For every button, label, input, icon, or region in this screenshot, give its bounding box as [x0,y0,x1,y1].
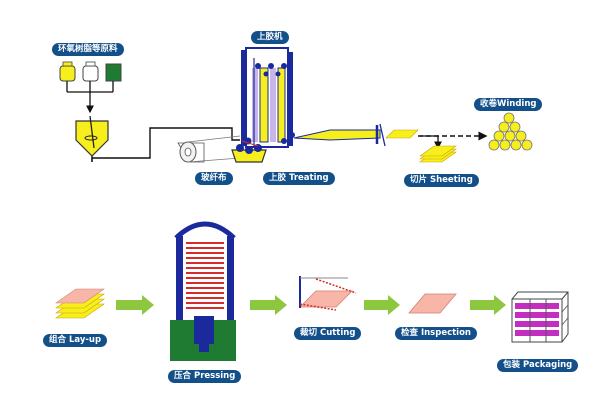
label-cutting: 裁切 Cutting [294,327,362,340]
raw-material-containers [59,61,122,82]
green-container-icon [105,63,122,82]
inspection-sheet-icon [408,293,457,314]
label-pressing: 压合 Pressing [168,370,242,383]
resin-bath-icon [231,137,267,163]
label-treating-machine: 上胶机 [251,31,289,44]
label-packaging: 包装 Packaging [497,359,579,372]
label-sheeting: 切片 Sheeting [404,174,479,187]
flow-arrow-1 [116,295,154,315]
layup-stack-icon [55,288,105,319]
press-plates [186,242,224,309]
sheet-stack-icon [419,145,457,163]
treating-machine-icon [241,47,295,148]
mixing-tank-icon [75,115,109,162]
resin-pipe [91,127,240,162]
cutting-board-icon [299,276,357,311]
packaging-crate-icon [511,291,569,343]
glass-cloth-roll-icon [177,135,241,163]
label-layup: 组合 Lay-up [43,334,108,347]
flow-arrow-2 [250,295,287,315]
feed-pipes [66,81,114,114]
label-winding: 收卷Winding [474,98,543,111]
label-inspection: 检查 Inspection [395,327,477,340]
flow-arrow-3 [364,295,400,315]
flow-arrow-4 [470,295,506,315]
label-glass-cloth: 玻纤布 [195,172,233,185]
winding-rolls-icon [488,112,533,151]
label-treating: 上胶 Treating [263,172,335,185]
press-machine-icon [170,221,236,361]
yellow-container-icon [59,61,76,82]
prepreg-sheet [293,123,419,147]
white-container-icon [82,61,99,82]
label-raw-materials: 环氧树脂等原料 [52,43,124,56]
